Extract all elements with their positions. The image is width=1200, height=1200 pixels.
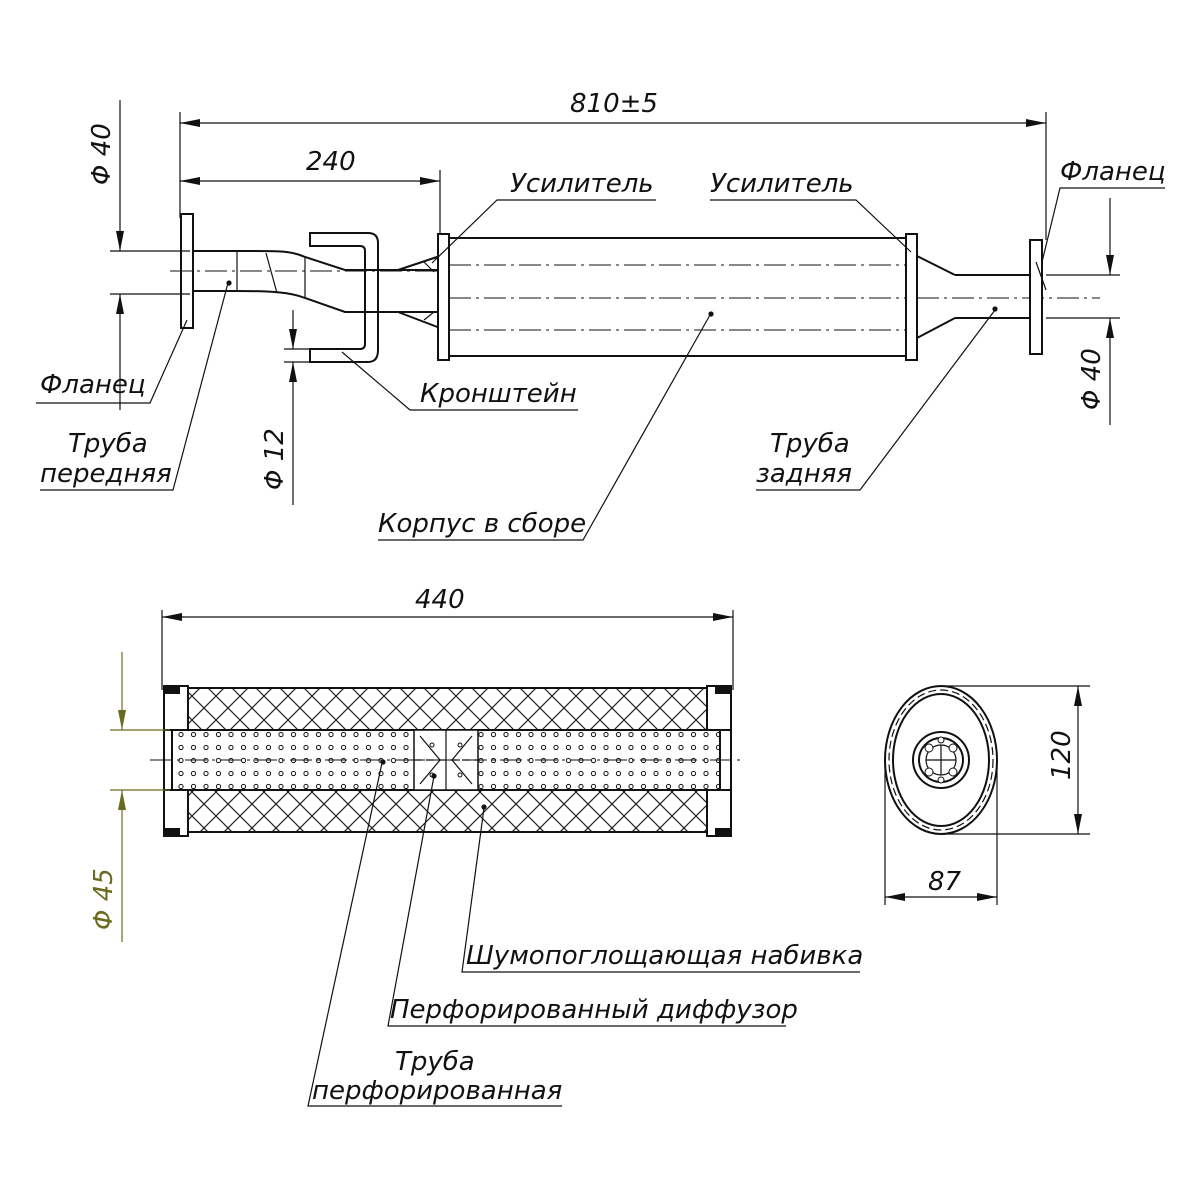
label-reinforcer-2: Усилитель <box>710 169 854 199</box>
label-packing: Шумопоглощающая набивка <box>466 941 863 971</box>
sound-absorbing-packing-bottom <box>187 789 708 833</box>
end-view: 120 87 <box>884 685 1090 905</box>
dim-oval-height: 120 <box>1047 730 1077 780</box>
assembly-view: 810±5 240 <box>36 89 1166 541</box>
label-body-assembly: Корпус в сборе <box>378 509 586 539</box>
label-flange-right: Фланец <box>1060 157 1166 187</box>
label-perf-pipe-2: перфорированная <box>312 1076 562 1106</box>
dim-rear-pipe-dia: Φ 40 <box>1077 348 1107 410</box>
label-flange-left: Фланец <box>40 370 146 400</box>
dim-bracket-dia: Φ 12 <box>260 428 290 490</box>
label-diffuser: Перфорированный диффузор <box>390 995 798 1025</box>
label-perf-pipe-1: Труба <box>395 1047 475 1077</box>
label-front-pipe-2: передняя <box>40 459 172 489</box>
dim-body-length: 440 <box>415 585 465 615</box>
label-reinforcer-1: Усилитель <box>510 169 654 199</box>
label-rear-pipe-1: Труба <box>770 429 850 459</box>
dim-oval-width: 87 <box>928 867 962 897</box>
rear-flange <box>1029 239 1043 355</box>
muffler-body <box>448 237 907 357</box>
label-rear-pipe-2: задняя <box>756 459 852 489</box>
label-bracket: Кронштейн <box>420 379 577 409</box>
dim-front-section: 240 <box>306 147 356 177</box>
body-section-view: 440 Φ 45 Шумо <box>89 585 863 1107</box>
label-front-pipe-1: Труба <box>68 429 148 459</box>
bracket <box>309 232 379 363</box>
dim-inner-pipe-dia: Φ 45 <box>89 868 119 930</box>
dim-front-pipe-dia: Φ 40 <box>87 123 117 185</box>
sound-absorbing-packing-top <box>187 687 708 731</box>
dim-overall-length: 810±5 <box>570 89 658 119</box>
